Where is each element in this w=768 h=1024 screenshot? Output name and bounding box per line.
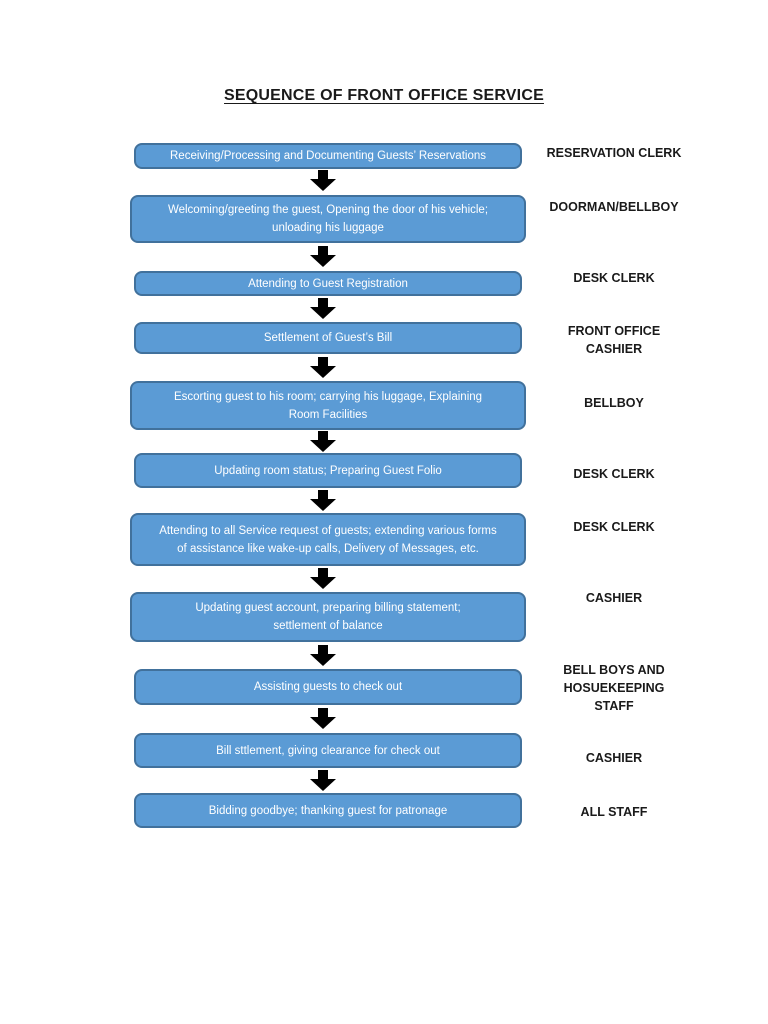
role-label-7: DESK CLERK [573,520,655,534]
flow-step-text-5: Escorting guest to his room; carrying hi… [173,390,483,421]
down-arrow-icon-2 [310,246,336,267]
flow-step-text-8: Updating guest account, preparing billin… [195,602,461,632]
down-arrow-icon-1 [310,170,336,191]
flow-step-text-6: Updating room status; Preparing Guest Fo… [214,464,442,477]
down-arrow-icon-10 [310,770,336,791]
role-label-3: DESK CLERK [573,271,655,285]
arrow-head [310,255,336,267]
arrow-stem [318,568,328,578]
flow-step-box-5: Escorting guest to his room; carrying hi… [130,381,526,430]
flow-step-box-6: Updating room status; Preparing Guest Fo… [134,453,522,488]
flow-step-box-1: Receiving/Processing and Documenting Gue… [134,143,522,169]
arrow-stem [318,170,328,180]
arrow-head [310,179,336,191]
arrow-head [310,654,336,666]
arrow-stem [318,770,328,780]
role-label-5: BELLBOY [584,396,644,410]
arrow-stem [318,645,328,655]
flow-step-box-4: Settlement of Guest’s Bill [134,322,522,354]
role-label-2: DOORMAN/BELLBOY [549,200,679,214]
flow-step-box-9: Assisting guests to check out [134,669,522,705]
arrow-stem [318,490,328,500]
down-arrow-icon-7 [310,568,336,589]
flow-step-text-2: Welcoming/greeting the guest, Opening th… [167,204,489,234]
flow-step-box-2: Welcoming/greeting the guest, Opening th… [130,195,526,243]
flow-step-text-11: Bidding goodbye; thanking guest for patr… [208,804,448,817]
arrow-head [310,577,336,589]
flow-step-box-7: Attending to all Service request of gues… [130,513,526,566]
role-label-8: CASHIER [585,591,643,605]
flow-step-text-9: Assisting guests to check out [253,681,403,693]
role-label-4: FRONT OFFICE CASHIER [567,324,661,356]
flow-step-text-10: Bill sttlement, giving clearance for che… [216,744,440,757]
down-arrow-icon-6 [310,490,336,511]
flow-step-text-3: Attending to Guest Registration [248,277,408,290]
arrow-head [310,366,336,378]
role-label-6: DESK CLERK [573,467,655,481]
arrow-stem [318,431,328,441]
role-label-11: ALL STAFF [580,805,648,819]
flow-step-box-11: Bidding goodbye; thanking guest for patr… [134,793,522,828]
down-arrow-icon-3 [310,298,336,319]
down-arrow-icon-8 [310,645,336,666]
arrow-head [310,307,336,319]
down-arrow-icon-9 [310,708,336,729]
arrow-stem [318,357,328,367]
flow-step-text-4: Settlement of Guest’s Bill [263,332,393,344]
arrow-head [310,717,336,729]
arrow-stem [318,708,328,718]
down-arrow-icon-4 [310,357,336,378]
page-title: SEQUENCE OF FRONT OFFICE SERVICE [224,87,544,104]
arrow-stem [318,246,328,256]
role-label-9: BELL BOYS AND HOSUEKEEPING STAFF [563,663,665,713]
arrow-head [310,440,336,452]
role-label-10: CASHIER [585,751,643,765]
arrow-head [310,779,336,791]
flow-step-text-7: Attending to all Service request of gues… [159,524,497,555]
flow-step-text-1: Receiving/Processing and Documenting Gue… [170,150,486,162]
flow-step-box-8: Updating guest account, preparing billin… [130,592,526,642]
arrow-stem [318,298,328,308]
flow-step-box-10: Bill sttlement, giving clearance for che… [134,733,522,768]
arrow-head [310,499,336,511]
down-arrow-icon-5 [310,431,336,452]
role-label-1: RESERVATION CLERK [546,146,682,160]
flow-step-box-3: Attending to Guest Registration [134,271,522,296]
